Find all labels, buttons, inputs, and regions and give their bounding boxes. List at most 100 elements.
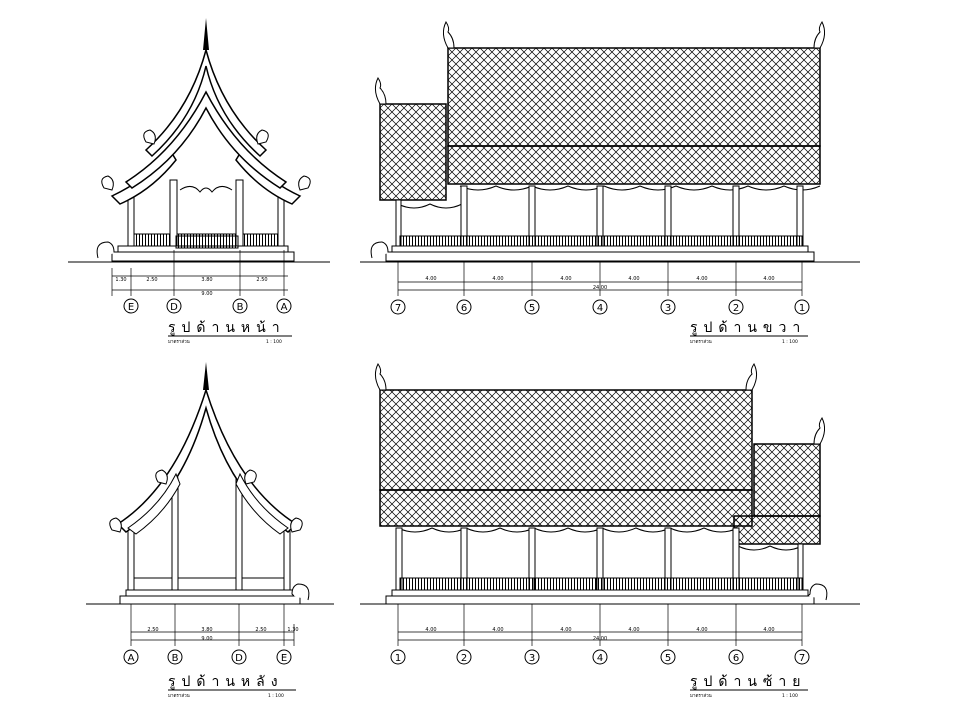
dimension-value: 3.80	[201, 627, 212, 633]
grid-bubble: 3	[524, 649, 540, 665]
dimension-lines	[397, 604, 803, 646]
chofa-ornament	[101, 175, 114, 191]
scale-value: 1 : 100	[266, 339, 282, 345]
chofa-ornament	[813, 417, 826, 445]
stairs	[175, 235, 239, 249]
grid-bubble: 4	[592, 299, 608, 315]
rear-elevation: 2.50 3.80 2.50 1.30 9.00 A B D E รูปด้าน…	[86, 362, 334, 699]
railing	[399, 235, 803, 247]
view-title: รูปด้านหลัง	[168, 674, 284, 690]
scale-value: 1 : 100	[782, 339, 798, 345]
main-roof-lower	[447, 145, 821, 185]
post	[127, 525, 135, 591]
dimension-value: 4.00	[425, 276, 436, 282]
post	[283, 525, 291, 591]
dimension-value: 4.00	[696, 627, 707, 633]
scale-caption: มาตราส่วน	[690, 339, 712, 345]
svg-text:A: A	[128, 653, 135, 664]
gable-ornament	[179, 186, 233, 193]
grid-bubble: E	[276, 649, 292, 665]
dimension-lines	[111, 250, 288, 296]
post	[235, 179, 244, 247]
svg-text:3: 3	[665, 303, 671, 314]
svg-text:D: D	[235, 653, 243, 664]
grid-bubble: 6	[728, 649, 744, 665]
chofa-ornament	[298, 175, 311, 191]
chofa-ornament	[290, 517, 303, 533]
stair-scroll	[370, 241, 392, 259]
svg-text:1: 1	[395, 653, 401, 664]
annex-roof-lower	[733, 515, 821, 545]
post	[235, 477, 243, 591]
rear-roof-lower-left	[127, 472, 181, 535]
svg-text:E: E	[128, 302, 134, 313]
eave-valance	[459, 185, 821, 191]
view-title: รูปด้านหน้า	[168, 320, 286, 336]
dimension-value: 2.50	[255, 627, 266, 633]
stair-scroll	[291, 583, 310, 601]
svg-text:5: 5	[529, 303, 535, 314]
right-side-elevation: 4.00 4.00 4.00 4.00 4.00 4.00 24.00 7 6 …	[360, 21, 860, 345]
finial	[203, 18, 209, 50]
chofa-ornament	[244, 469, 257, 485]
chofa-ornament	[813, 21, 826, 49]
grid-bubble: D	[231, 649, 247, 665]
svg-text:6: 6	[733, 653, 739, 664]
svg-text:E: E	[281, 653, 287, 664]
svg-text:5: 5	[665, 653, 671, 664]
grid-bubble: B	[232, 298, 248, 314]
main-roof-upper	[447, 47, 821, 147]
eave-valance	[737, 545, 803, 551]
stair-scroll	[96, 241, 118, 259]
plinth-lower	[385, 595, 815, 605]
grid-bubble: 4	[592, 649, 608, 665]
dimension-value: 4.00	[560, 627, 571, 633]
eave-valance	[397, 527, 739, 533]
dimension-value: 2.50	[146, 277, 157, 283]
main-roof-upper	[379, 389, 753, 491]
svg-text:B: B	[172, 653, 179, 664]
upper-roof	[144, 47, 268, 158]
chofa-ornament	[745, 363, 758, 391]
chofa-ornament	[256, 129, 269, 145]
middle-roof	[124, 90, 288, 189]
dimension-value: 4.00	[560, 276, 571, 282]
eave-valance	[397, 203, 463, 209]
grid-bubble: 7	[794, 649, 810, 665]
scale-caption: มาตราส่วน	[168, 339, 190, 345]
finial	[203, 362, 209, 390]
grid-bubble: B	[167, 649, 183, 665]
dimension-total: 24.00	[593, 636, 607, 642]
dimension-lines	[397, 262, 803, 296]
grid-bubble: 1	[390, 649, 406, 665]
grid-bubble: E	[123, 298, 139, 314]
svg-text:4: 4	[597, 653, 603, 664]
chofa-ornament	[143, 129, 156, 145]
post	[169, 179, 178, 247]
dimension-value: 2.50	[256, 277, 267, 283]
grid-bubble: 2	[728, 299, 744, 315]
grid-bubble: 5	[660, 649, 676, 665]
grid-bubble: A	[276, 298, 292, 314]
grid-bubble: 3	[660, 299, 676, 315]
dimension-total: 9.00	[201, 291, 212, 297]
plinth-lower	[119, 595, 301, 605]
dimension-value: 4.00	[628, 627, 639, 633]
grid-bubble: D	[166, 298, 182, 314]
svg-text:A: A	[281, 302, 288, 313]
chofa-ornament	[109, 517, 122, 533]
rear-roof-lower-right	[235, 472, 289, 535]
dimension-total: 24.00	[593, 285, 607, 291]
rear-roof	[116, 387, 298, 533]
annex-roof	[379, 103, 447, 201]
svg-text:6: 6	[461, 303, 467, 314]
view-title: รูปด้านซ้าย	[690, 674, 807, 690]
plinth-lower	[385, 251, 815, 262]
svg-text:D: D	[170, 302, 178, 313]
chofa-ornament	[155, 469, 168, 485]
posts	[395, 185, 804, 247]
view-title: รูปด้านขวา	[690, 320, 806, 336]
dimension-value: 1.30	[115, 277, 126, 283]
scale-value: 1 : 100	[268, 693, 284, 699]
